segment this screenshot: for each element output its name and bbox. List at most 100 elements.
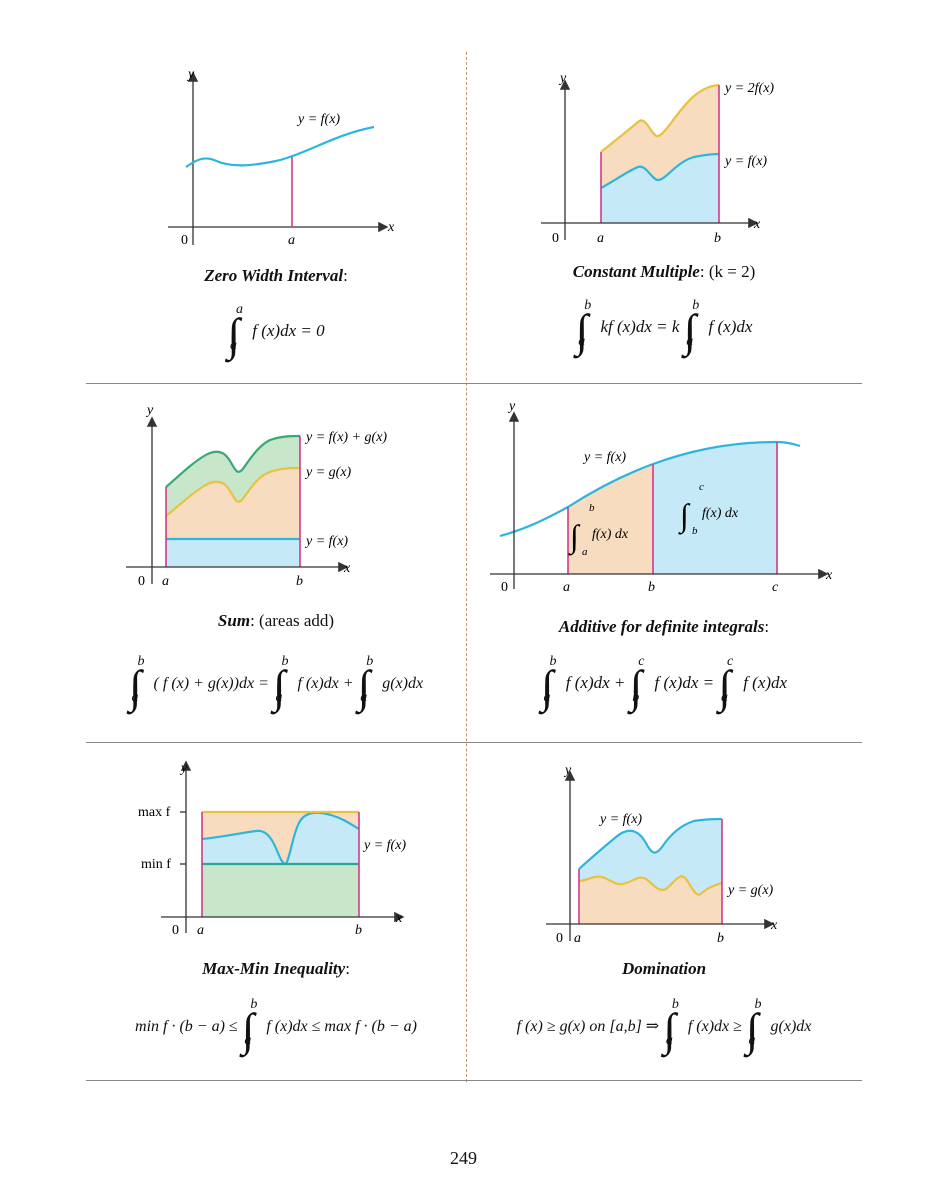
integral-sign: ∫ (357, 661, 371, 712)
curve-sum (165, 434, 301, 488)
label-g: y = g(x) (304, 465, 352, 480)
y-axis-label: y (507, 399, 516, 414)
upper-limit: b (366, 654, 374, 669)
x-axis-label: x (825, 568, 833, 583)
integrand-3: g(x)dx (382, 675, 424, 692)
caption-title: Domination (621, 959, 707, 978)
a-label: a (574, 931, 581, 946)
upper-limit: a (236, 302, 243, 317)
panel-domination: y x 0 a b y = f(x) y = g(x) Domination f… (466, 743, 862, 1080)
max-label: max f (138, 805, 171, 820)
caption: Constant Multiple: (k = 2) (466, 262, 862, 282)
upper-limit: b (137, 654, 145, 669)
column-divider (466, 52, 467, 1082)
origin-label: 0 (138, 574, 145, 589)
integrand-2: g(x)dx (770, 1018, 812, 1035)
row-divider-2 (86, 742, 862, 743)
upper-limit: c (726, 654, 734, 669)
area-between (579, 819, 722, 895)
y-axis-label: y (558, 71, 567, 86)
area-g-band (166, 436, 300, 516)
x-axis-label: x (395, 911, 403, 926)
integral-sign: ∫ (718, 661, 731, 712)
label-f: y = f(x) (598, 812, 642, 827)
caption-rest: : (345, 959, 350, 978)
b-label: b (355, 923, 362, 938)
origin-label: 0 (501, 580, 508, 595)
row-divider-3 (86, 1080, 862, 1081)
y-axis-label: y (145, 403, 154, 418)
additive-graph: y x 0 a b c y = f(x) ∫ b a f(x) dx ∫ c b… (490, 399, 833, 595)
upper-limit: b (692, 298, 700, 313)
integral-sign-1: ∫ (568, 518, 581, 556)
curve-f (578, 817, 723, 870)
lower-limit: a (665, 1033, 673, 1048)
upper-limit: b (754, 997, 762, 1012)
origin-label: 0 (556, 931, 563, 946)
x-axis-label: x (387, 220, 395, 235)
integral-sign: ∫ (683, 305, 697, 356)
area-b-c (653, 442, 777, 574)
int1-lower: a (582, 546, 588, 558)
caption-title: Constant Multiple (572, 262, 700, 281)
lower-limit: a (131, 690, 139, 705)
caption: Zero Width Interval: (86, 266, 466, 286)
integrand: f (x)dx = 0 (252, 321, 325, 340)
curve-f (600, 152, 720, 189)
curve-label: y = f(x) (582, 450, 626, 465)
page-number: 249 (450, 1148, 477, 1168)
caption: Additive for definite integrals: (466, 617, 862, 637)
integral-sign-2: ∫ (678, 497, 691, 535)
int1-body: f(x) dx (592, 527, 629, 542)
lower-limit: a (244, 1033, 252, 1048)
curve-label: y = f(x) (362, 838, 406, 853)
a-label: a (597, 231, 604, 246)
caption-rest: : (k = 2) (699, 262, 756, 281)
origin-label: 0 (172, 923, 179, 938)
curve-g (165, 466, 301, 517)
curve-g (578, 875, 723, 896)
label-sum: y = f(x) + g(x) (304, 430, 387, 445)
lower-limit: a (686, 334, 694, 349)
integral-sign: ∫ (663, 1004, 676, 1055)
integrand-2: f (x)dx = (654, 673, 715, 692)
integrand: f (x)dx ≤ max f · (b − a) (266, 1018, 417, 1035)
panel-zero-width: y x 0 a y = f(x) Zero Width Interval: ∫a… (86, 52, 466, 383)
origin-label: 0 (181, 233, 188, 248)
upper-limit: b (549, 654, 557, 669)
b-label: b (296, 574, 303, 589)
y-axis-label: y (563, 763, 572, 778)
area-min-band (202, 864, 359, 917)
area-f (202, 812, 359, 864)
panel-sum: y x 0 a b y = f(x) + g(x) y = g(x) y = f… (86, 384, 466, 742)
b-label: b (717, 931, 724, 946)
upper-limit: c (638, 654, 645, 669)
int2-body: f(x) dx (702, 506, 739, 521)
integral-sign: ∫ (128, 661, 142, 712)
curve-2f (600, 83, 720, 153)
caption-title: Max-Min Inequality (202, 959, 346, 978)
x-axis-label: x (753, 217, 761, 232)
integral-sign: ∫ (227, 309, 240, 360)
upper-limit: b (671, 997, 679, 1012)
integral-sign: ∫ (745, 1004, 759, 1055)
y-axis-label: y (186, 67, 195, 82)
lower-limit: a (720, 690, 728, 705)
int2-lower: b (692, 525, 698, 537)
lower-limit: a (275, 690, 283, 705)
integrand-2: f (x)dx (708, 317, 753, 336)
int2-upper: c (699, 481, 704, 493)
caption: Max-Min Inequality: (86, 959, 466, 979)
caption-title: Zero Width Interval (204, 266, 344, 285)
lower-limit: a (748, 1033, 756, 1048)
panel-additive: y x 0 a b c y = f(x) ∫ b a f(x) dx ∫ c b… (466, 384, 862, 742)
a-label: a (563, 580, 570, 595)
domination-graph: y x 0 a b y = f(x) y = g(x) (546, 763, 778, 946)
label-2f: y = 2f(x) (723, 81, 774, 96)
origin-label: 0 (552, 231, 559, 246)
a-label: a (162, 574, 169, 589)
curve-label: y = f(x) (296, 112, 340, 127)
left-side: min f · (b − a) ≤ (135, 1018, 238, 1035)
